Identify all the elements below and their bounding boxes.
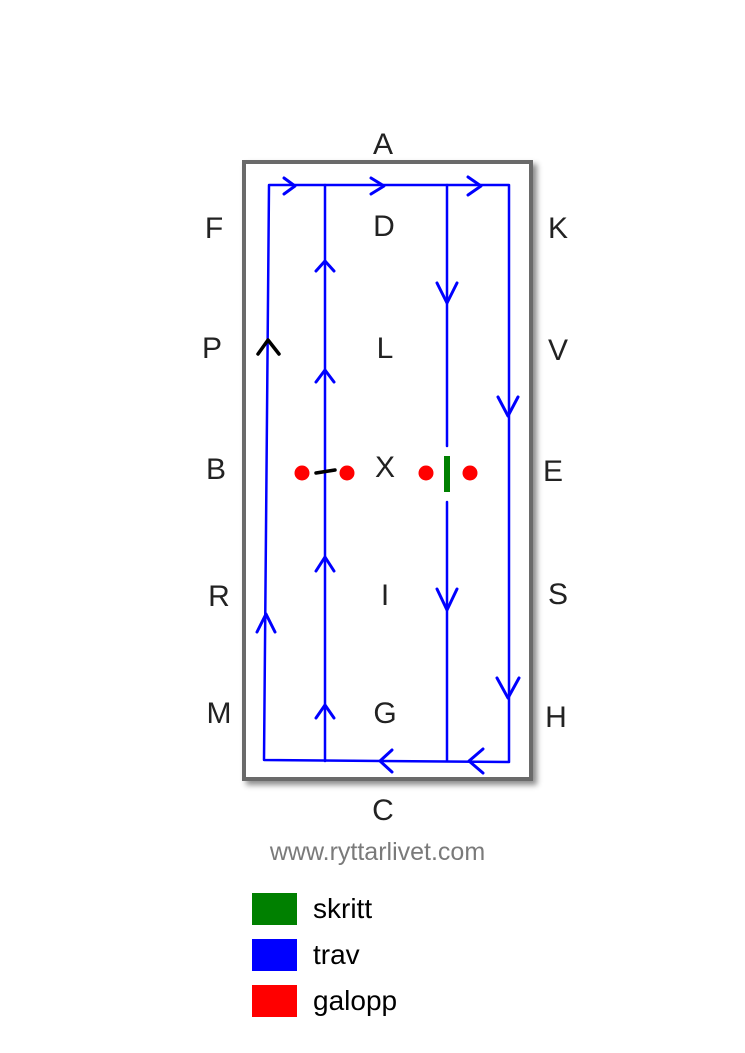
marker-left: R: [208, 580, 230, 613]
arrow-down-icon: [495, 676, 521, 700]
marker-bottom: C: [372, 794, 394, 827]
marker-right: V: [548, 334, 568, 367]
arena-fence: [242, 160, 533, 781]
legend-label: galopp: [313, 985, 398, 1016]
arrow-up-icon: [314, 259, 336, 273]
legend-item-skritt: skritt: [252, 893, 397, 925]
gait-legend: skritt trav galopp: [252, 893, 397, 1031]
legend-label: trav: [313, 939, 360, 970]
arrow-right-icon: [466, 175, 483, 197]
marker-right: K: [548, 212, 568, 245]
arrow-up-icon: [314, 703, 336, 720]
arrow-up-icon: [314, 555, 336, 573]
site-url: www.ryttarlivet.com: [269, 838, 486, 866]
marker-left: B: [206, 453, 226, 486]
marker-center: G: [373, 697, 396, 730]
arrow-right-icon: [282, 176, 297, 196]
legend-label: skritt: [313, 893, 373, 924]
marker-center: I: [381, 579, 389, 612]
marker-top: A: [373, 128, 393, 161]
marker-center: L: [377, 332, 394, 365]
arrow-up-icon: [314, 368, 336, 384]
marker-center: X: [375, 451, 395, 484]
arrow-down-icon: [435, 281, 459, 305]
marker-right: H: [545, 701, 567, 734]
arrow-left-icon: [467, 747, 485, 775]
legend-swatch: [252, 985, 297, 1017]
marker-left: M: [207, 697, 232, 730]
outer-track-line: [262, 183, 511, 764]
marker-center: D: [373, 210, 395, 243]
marker-right: E: [543, 455, 563, 488]
marker-right: S: [548, 578, 568, 611]
galopp-points: [294, 465, 478, 481]
arrow-down-icon: [435, 587, 459, 612]
arrow-up-icon: [255, 612, 277, 634]
legend-item-galopp: galopp: [252, 985, 397, 1017]
legend-swatch: [252, 939, 297, 971]
galopp-dot: [462, 465, 478, 481]
marker-left: P: [202, 332, 222, 365]
marker-left: F: [205, 212, 223, 245]
galopp-dot: [418, 465, 434, 481]
skritt-mark: [444, 456, 450, 492]
galopp-dot: [294, 465, 310, 481]
arrow-right-icon: [369, 176, 386, 196]
transition-chevron-icon: [256, 338, 281, 356]
legend-item-trav: trav: [252, 939, 397, 971]
trav-direction-arrows: [255, 175, 521, 775]
galopp-dot: [339, 465, 355, 481]
arrow-left-icon: [378, 748, 394, 774]
legend-swatch: [252, 893, 297, 925]
arena-markers: A C F P B R M K V E S H D L X I G: [202, 128, 568, 827]
halt-mark-black: [314, 468, 337, 475]
arrow-down-icon: [496, 395, 520, 418]
